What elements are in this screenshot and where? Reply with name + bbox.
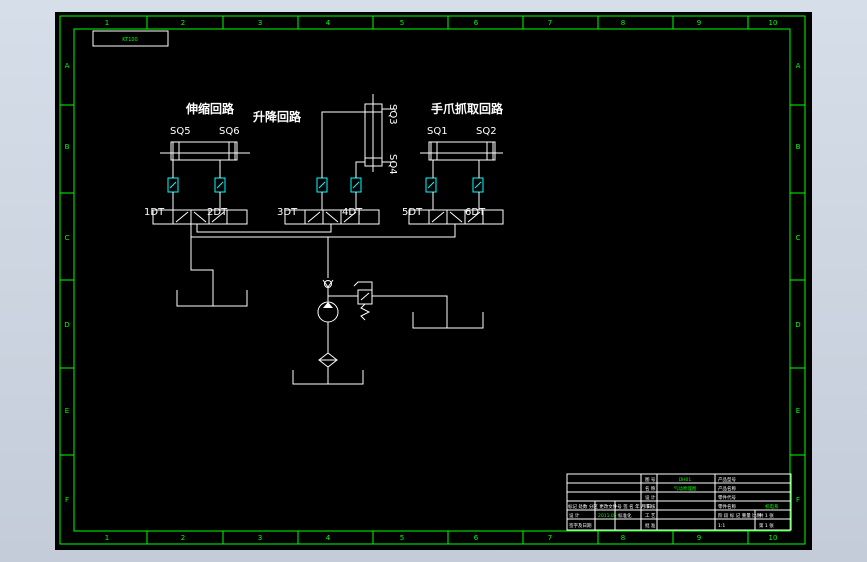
tb-row-sign: 标记 处数 分区 更改文件号 签 名 年 月 日 [568, 503, 651, 510]
sensor-sq6: SQ6 [219, 126, 240, 137]
exhaust-left [176, 237, 248, 307]
tb-drawing-name: 气动原理图 [674, 485, 697, 492]
row-label: E [796, 407, 800, 415]
row-label: C [796, 234, 801, 242]
lift-cylinder [364, 94, 383, 172]
flow-valves [167, 177, 484, 193]
col-label: 8 [621, 19, 625, 27]
row-label: A [796, 62, 801, 70]
col-label: 4 [326, 19, 331, 27]
flow-valve [472, 177, 484, 193]
outer-frame [59, 15, 806, 545]
col-label: 6 [474, 534, 479, 542]
row-label: B [65, 143, 70, 151]
sensor-sq4: SQ4 [387, 154, 398, 175]
row-label: A [65, 62, 70, 70]
tb-scale: 1:1 [718, 523, 725, 529]
tb-approve: 批 准 [645, 522, 656, 529]
row-label: C [65, 234, 70, 242]
drawing-code: KT100 [122, 37, 138, 43]
tb-sheet-total: 共 1 张 [759, 512, 774, 519]
col-label: 10 [769, 534, 778, 542]
tb-process: 工 艺 [645, 513, 656, 519]
col-label: 5 [400, 534, 404, 542]
tb-part-code: 零件代号 [718, 494, 736, 501]
tb-product-code: 产品型号 [718, 476, 736, 483]
col-label: 6 [474, 19, 479, 27]
solenoid-2dt: 2DT [207, 207, 228, 218]
row-label: D [64, 321, 69, 329]
col-label: 7 [548, 19, 552, 27]
supply-manifold [190, 224, 456, 278]
solenoid-5dt: 5DT [402, 207, 423, 218]
solenoid-valve-middle [284, 209, 380, 225]
middle-circuit-title: 升降回路 [253, 109, 302, 124]
row-label: E [65, 407, 69, 415]
solenoid-valve-left [152, 209, 248, 225]
grid-row-labels: A B C D E F A B C D E F [64, 62, 800, 504]
tb-std: 标准化 [618, 512, 632, 519]
solenoid-valve-right [408, 209, 504, 225]
solenoid-3dt: 3DT [277, 207, 298, 218]
solenoid-4dt: 4DT [342, 207, 363, 218]
tb-tuhao: 图 号 [645, 477, 656, 483]
left-cylinder [160, 141, 250, 161]
flow-valve [167, 177, 179, 193]
tb-stage: 阶 段 标 记 重量 比例 [718, 512, 762, 519]
drawing-code-box [92, 30, 169, 47]
sensor-sq1: SQ1 [427, 126, 448, 137]
col-label: 1 [105, 19, 109, 27]
sensor-sq2: SQ2 [476, 126, 497, 137]
col-label: 1 [105, 534, 109, 542]
col-label: 9 [697, 534, 701, 542]
tb-design-2: 设 计 [569, 512, 580, 519]
flow-valve [425, 177, 437, 193]
tb-date: 2011.05 [598, 513, 617, 519]
tb-design: 设 计 [645, 494, 656, 501]
sensor-sq3: SQ3 [387, 104, 398, 125]
col-label: 4 [326, 534, 331, 542]
right-cylinder [420, 141, 503, 161]
tb-company: 机电系 [765, 503, 779, 510]
flow-valve [214, 177, 226, 193]
solenoid-1dt: 1DT [144, 207, 165, 218]
schematic-svg: 1 2 3 4 5 6 7 8 9 10 1 2 3 4 5 6 7 8 9 1… [59, 15, 806, 545]
right-circuit-title: 手爪抓取回路 [431, 101, 504, 116]
solenoid-6dt: 6DT [465, 207, 486, 218]
col-label: 2 [181, 19, 185, 27]
row-label: F [796, 496, 800, 504]
row-label: B [796, 143, 801, 151]
tb-date-label: 签字及日期 [569, 522, 592, 529]
tb-product-name: 产品名称 [718, 485, 736, 492]
flow-valve [316, 177, 328, 193]
col-label: 8 [621, 534, 625, 542]
tb-sheet-no: 第 1 张 [759, 522, 774, 529]
col-label: 10 [769, 19, 778, 27]
cylinder-pipes [172, 108, 480, 210]
col-label: 3 [258, 534, 262, 542]
col-label: 5 [400, 19, 404, 27]
tb-name: 名 称 [645, 485, 656, 492]
grid-ticks [60, 16, 805, 544]
col-label: 3 [258, 19, 262, 27]
grid-col-labels: 1 2 3 4 5 6 7 8 9 10 1 2 3 4 5 6 7 8 9 1… [105, 19, 778, 542]
col-label: 7 [548, 534, 552, 542]
filter [292, 352, 364, 385]
check-valve [322, 279, 334, 288]
drawing-canvas: 1 2 3 4 5 6 7 8 9 10 1 2 3 4 5 6 7 8 9 1… [55, 12, 812, 550]
title-block: 图 号 DH01 名 称 气动原理图 标记 处数 分区 更改文件号 签 名 年 … [566, 473, 792, 531]
row-label: F [65, 496, 69, 504]
left-circuit-title: 伸缩回路 [185, 101, 235, 116]
row-label: D [795, 321, 800, 329]
relief-valve [328, 281, 484, 329]
sensor-sq5: SQ5 [170, 126, 191, 137]
tb-check: 审 核 [645, 503, 656, 510]
col-label: 2 [181, 534, 185, 542]
tb-drawing-no: DH01 [679, 477, 692, 483]
pump [317, 288, 339, 353]
flow-valve [350, 177, 362, 193]
tb-part-name: 零件名称 [718, 503, 736, 510]
col-label: 9 [697, 19, 701, 27]
